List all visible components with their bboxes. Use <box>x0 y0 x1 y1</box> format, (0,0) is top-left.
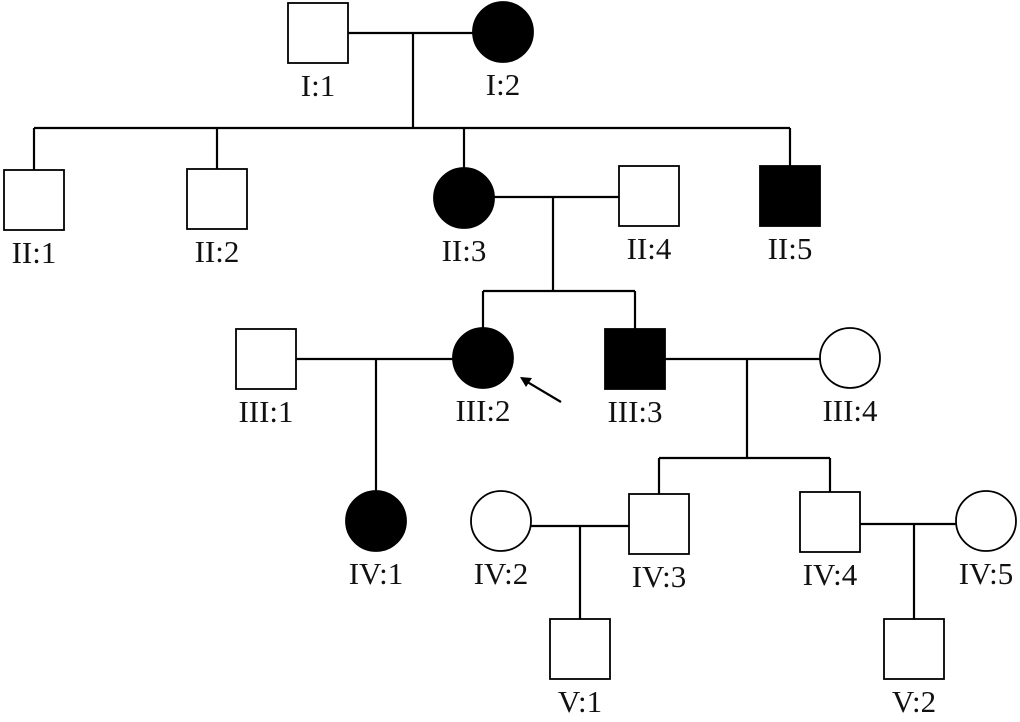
unaffected-female-circle-IV-5 <box>955 490 1017 552</box>
individual-label: III:1 <box>238 394 293 429</box>
individual-label: III:4 <box>822 393 878 428</box>
pedigree-marks <box>520 377 562 403</box>
affected-male-square-III-3 <box>604 328 666 390</box>
unaffected-male-square-V-1 <box>549 618 611 680</box>
affected-female-circle-IV-1 <box>345 490 407 552</box>
unaffected-male-square-III-1 <box>235 328 297 390</box>
individual-label: II:1 <box>12 235 57 270</box>
unaffected-male-square-IV-3 <box>628 493 690 555</box>
unaffected-female-circle-IV-2 <box>470 490 532 552</box>
unaffected-male-square-II-1 <box>3 169 65 231</box>
individual-label: I:1 <box>301 68 335 103</box>
individual-label: III:2 <box>455 393 510 428</box>
unaffected-female-circle-III-4 <box>819 327 881 389</box>
pedigree-symbols <box>3 1 1017 680</box>
individual-label: V:2 <box>892 684 936 719</box>
affected-male-square-II-5 <box>759 165 821 227</box>
unaffected-male-square-II-2 <box>186 168 248 230</box>
unaffected-male-square-IV-4 <box>799 491 861 553</box>
proband-arrow-icon <box>520 377 532 387</box>
individual-label: II:3 <box>442 233 487 268</box>
unaffected-male-square-II-4 <box>618 165 680 227</box>
individual-label: II:5 <box>768 231 813 266</box>
individual-label: IV:5 <box>959 556 1014 591</box>
individual-label: IV:1 <box>349 556 404 591</box>
pedigree-lines <box>32 31 956 619</box>
affected-female-circle-I-2 <box>472 1 534 63</box>
unaffected-male-square-V-2 <box>883 618 945 680</box>
individual-label: IV:2 <box>474 556 529 591</box>
individual-label: V:1 <box>558 684 602 719</box>
individual-label: II:2 <box>195 234 240 269</box>
affected-female-circle-III-2 <box>452 327 514 389</box>
individual-label: II:4 <box>627 231 672 266</box>
individual-label: III:3 <box>607 394 662 429</box>
individual-label: IV:4 <box>803 557 858 592</box>
affected-female-circle-II-3 <box>433 167 495 229</box>
proband-arrow-shaft <box>523 379 562 403</box>
individual-label: I:2 <box>486 67 520 102</box>
unaffected-male-square-I-1 <box>287 2 349 64</box>
individual-label: IV:3 <box>632 559 687 594</box>
